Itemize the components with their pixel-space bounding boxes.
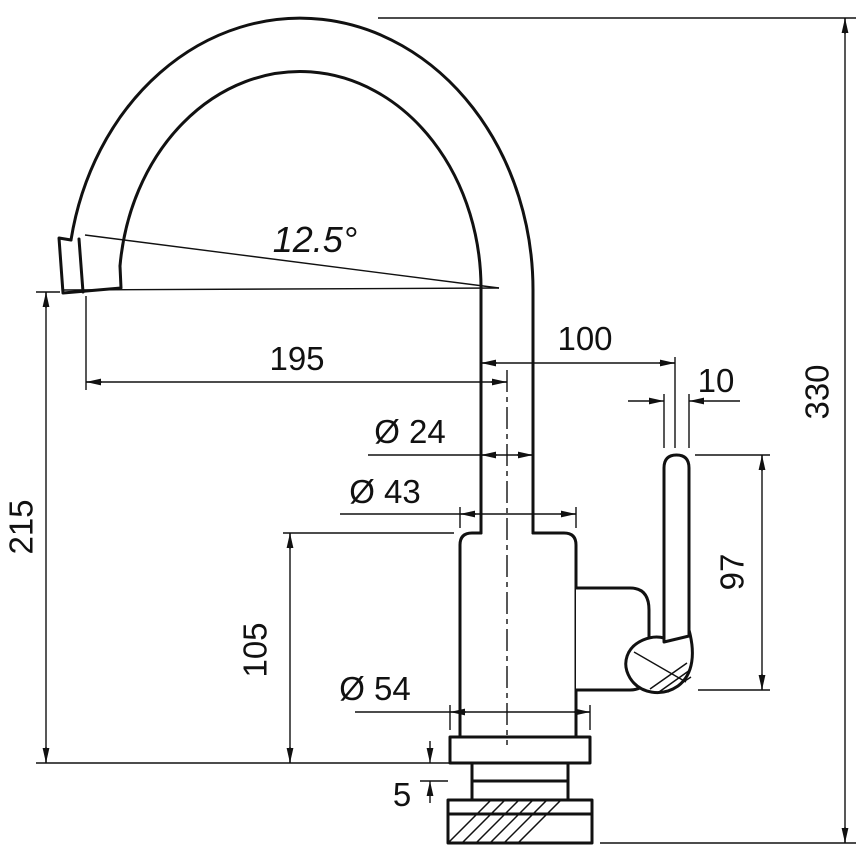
lever-bar [662,453,691,644]
dim-5 [420,741,448,803]
dim-label-dia-54: Ø 54 [339,670,411,707]
dim-105 [283,532,454,763]
dim-label-97: 97 [714,554,751,591]
body-right-edge [531,531,578,739]
faucet-outline [57,16,694,845]
dim-label-100: 100 [557,320,612,357]
spout-outer-arc [69,16,535,535]
dim-330 [378,17,856,844]
dim-label-330: 330 [799,364,836,419]
dimension-labels: 330 215 105 97 195 100 10 12.5° Ø 24 Ø 4… [3,219,836,813]
dim-label-105: 105 [237,622,274,677]
dim-100 [481,357,676,448]
mounting-disc-hatch [448,800,562,843]
dim-label-dia-43: Ø 43 [349,473,421,510]
dim-label-195: 195 [269,340,324,377]
angle-reference-line [63,287,500,291]
dim-label-angle: 12.5° [273,219,357,260]
spout-inner-arc [118,70,483,535]
nozzle-aerator-band [77,237,85,294]
dim-label-dia-24: Ø 24 [374,413,446,450]
angle-slant-line [84,234,500,289]
dim-label-10: 10 [698,362,735,399]
lever-joint-hatch [649,662,692,693]
dim-215 [36,291,450,764]
dim-195 [85,296,507,390]
dim-dia-54 [355,705,591,730]
mounting-disc [446,798,594,845]
dim-97 [695,454,770,691]
hatch-lines [448,800,562,843]
base-flange [448,735,592,765]
body-left-edge [458,531,483,739]
dim-label-215: 215 [3,499,40,554]
dim-angle [63,234,500,291]
dim-10 [628,394,740,448]
ink-group [36,16,856,845]
dim-dia-43 [340,507,577,528]
lever-joint-seam [633,651,687,683]
dim-label-5: 5 [393,776,411,813]
spout-nozzle [57,236,123,295]
